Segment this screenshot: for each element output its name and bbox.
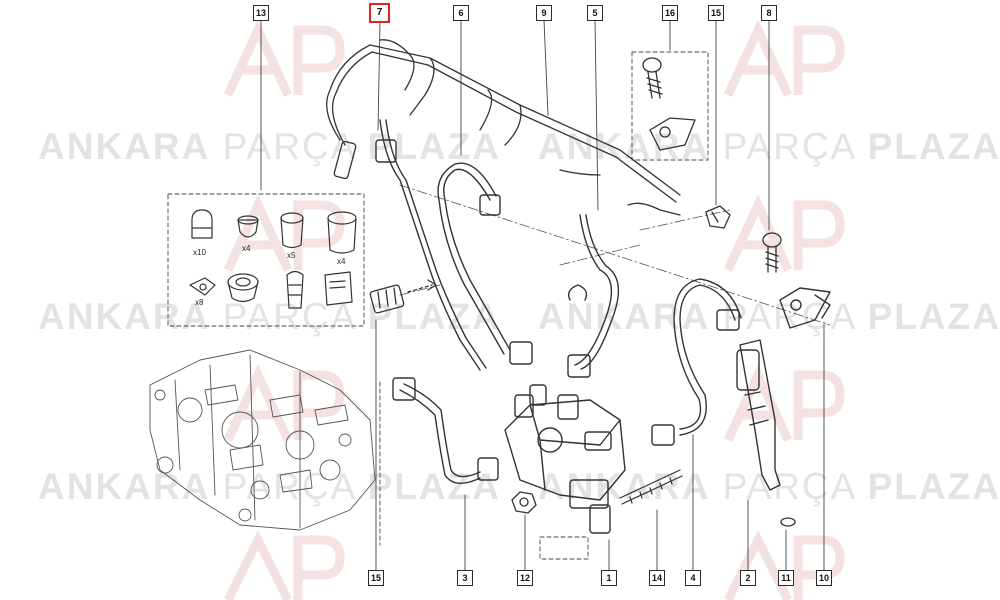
instruction-booklet: [324, 271, 353, 306]
ap-logo-watermarks: [223, 19, 845, 600]
watermark-row-3: ANKARA PARÇA PLAZA: [38, 466, 501, 507]
ap-logo-4: [723, 194, 845, 272]
clip-small: [189, 277, 216, 296]
seal-kit-parts: [189, 209, 357, 309]
callout-13: 13: [253, 5, 269, 21]
seal-sleeve-b: [327, 211, 357, 254]
qty-label: x10: [193, 248, 206, 257]
hp-pipe-7: [375, 119, 487, 371]
seal-sleeve-a: [280, 212, 304, 249]
axis-lines: [399, 184, 831, 326]
callout-14: 14: [649, 570, 665, 586]
filter-insert: [286, 270, 304, 309]
watermark-row-1: ANKARA PARÇA PLAZA: [38, 126, 501, 167]
callout-9: 9: [536, 5, 552, 21]
ap-logo-2: [723, 19, 845, 97]
callout-4: 4: [685, 570, 701, 586]
watermark-row-1b: ANKARA PARÇA PLAZA: [538, 126, 1000, 167]
hp-pump: [504, 384, 626, 534]
callout-15-top: 15: [708, 5, 724, 21]
engine-block: [149, 349, 376, 531]
callout-12: 12: [517, 570, 533, 586]
connector-15-lower: [369, 279, 437, 314]
callout-5: 5: [587, 5, 603, 21]
ap-logo-7: [223, 529, 345, 600]
callout-10: 10: [816, 570, 832, 586]
callout-11: 11: [778, 570, 794, 586]
washer-11: [780, 517, 796, 527]
leader-lines: [260, 19, 825, 571]
ap-logo-6: [723, 364, 845, 442]
callout-6: 6: [453, 5, 469, 21]
hp-pipe-6: [437, 162, 533, 365]
stud-14: [619, 469, 683, 505]
callout-1: 1: [601, 570, 617, 586]
qty-label: x8: [195, 298, 204, 307]
watermark-row-3b: ANKARA PARÇA PLAZA: [538, 466, 1000, 507]
nut-12: [511, 491, 537, 514]
leak-off-rail: [326, 39, 681, 216]
clamp-10: [779, 287, 831, 329]
ap-logo-5: [223, 364, 345, 442]
callout-8: 8: [761, 5, 777, 21]
watermark-row-2: ANKARA PARÇA PLAZA: [38, 296, 501, 337]
bracket-kit-16: [642, 57, 696, 151]
callout-15-bottom: 15: [368, 570, 384, 586]
seal-cap-a: [191, 209, 213, 239]
seal-kit-box: [167, 193, 365, 327]
callout-16: 16: [662, 5, 678, 21]
hp-pipe-4: [651, 278, 742, 446]
callout-3: 3: [457, 570, 473, 586]
bracket-kit-box: [631, 51, 709, 161]
qty-label: x5: [287, 251, 296, 260]
ap-logo-1: [223, 19, 345, 97]
hp-pipe-5: [567, 214, 620, 378]
clip-15-upper: [705, 205, 731, 229]
ring-seal: [227, 273, 259, 303]
callout-7-highlighted: 7: [369, 3, 390, 23]
seal-cap-b: [237, 215, 259, 238]
bolt-8: [762, 232, 782, 273]
qty-label: x4: [242, 244, 251, 253]
callout-2: 2: [740, 570, 756, 586]
qty-label: x4: [337, 257, 346, 266]
small-dashed-box: [539, 536, 589, 560]
hp-pipe-3: [392, 377, 499, 484]
injector-2: [736, 339, 781, 491]
